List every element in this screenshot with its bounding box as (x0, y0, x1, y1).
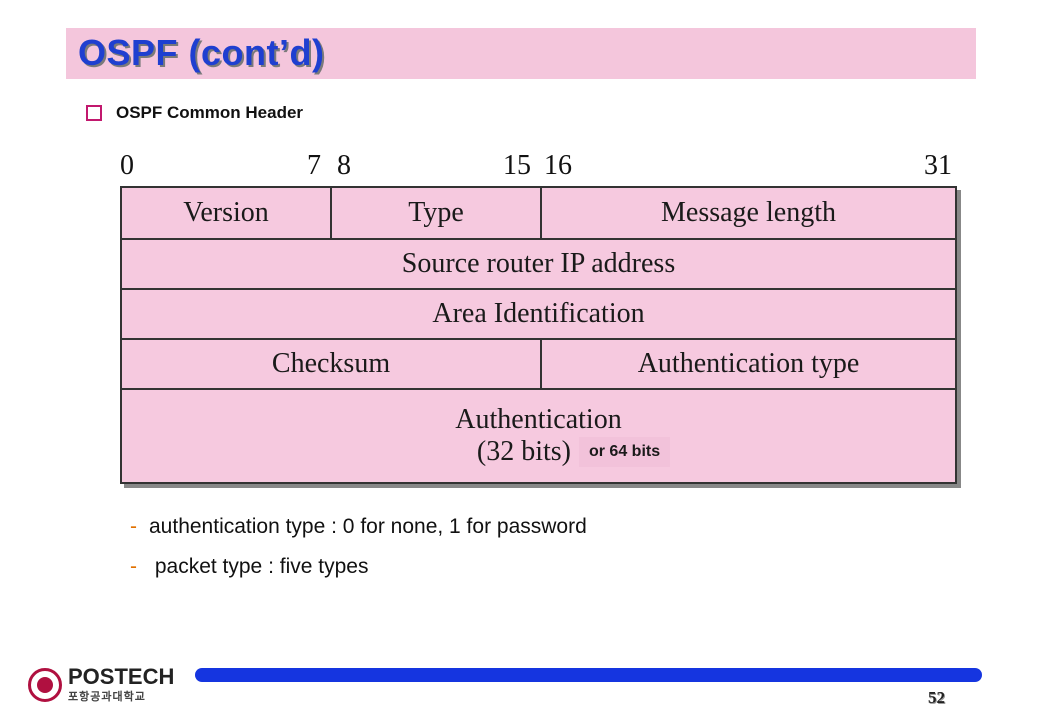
logo-subtext: 포항공과대학교 (68, 691, 146, 703)
note-text: authentication type : 0 for none, 1 for … (149, 515, 587, 538)
note-text: packet type : five types (149, 555, 369, 578)
bit-label-15: 15 (503, 150, 531, 181)
field-source-router-ip: Source router IP address (401, 248, 676, 279)
authentication-bits-line: (32 bits) or 64 bits (476, 436, 671, 468)
university-seal-icon (28, 668, 62, 702)
authentication-bits-note: or 64 bits (578, 437, 671, 467)
note-item: - packet type : five types (130, 555, 587, 579)
subtitle-row: OSPF Common Header (86, 103, 303, 123)
authentication-bits: (32 bits) (476, 436, 571, 467)
note-item: - authentication type : 0 for none, 1 fo… (130, 515, 587, 539)
footer-bar (195, 668, 982, 682)
postech-logo: POSTECH 포항공과대학교 (28, 666, 174, 704)
header-row-4: Checksum Authentication type (122, 338, 955, 388)
subtitle: OSPF Common Header (116, 103, 304, 122)
header-row-3: Area Identification (122, 288, 955, 338)
logo-text: POSTECH 포항공과대학교 (68, 666, 174, 704)
field-checksum: Checksum (271, 348, 391, 379)
note-dash: - (130, 555, 137, 578)
title-bar: OSPF (cont’d) (66, 28, 976, 79)
bit-label-7: 7 (307, 150, 321, 181)
page-number: 52 (928, 688, 945, 707)
bit-label-0: 0 (120, 150, 134, 181)
bit-label-8: 8 (337, 150, 351, 181)
bit-label-16: 16 (544, 150, 572, 181)
header-row-1: Version Type Message length (122, 188, 955, 238)
authentication-label: Authentication (455, 404, 622, 435)
field-authentication: Authentication (32 bits) or 64 bits (122, 390, 955, 482)
ospf-header-diagram: Version Type Message length Source route… (120, 186, 957, 484)
header-row-5: Authentication (32 bits) or 64 bits (122, 388, 955, 482)
field-message-length: Message length (540, 188, 955, 238)
notes-list: - authentication type : 0 for none, 1 fo… (130, 515, 587, 595)
field-type: Type (330, 188, 540, 238)
field-authentication-type: Authentication type (540, 340, 955, 388)
note-dash: - (130, 515, 137, 538)
bit-label-31: 31 (924, 150, 952, 181)
header-row-2: Source router IP address (122, 238, 955, 288)
field-version: Version (183, 197, 269, 228)
field-area-identification: Area Identification (432, 298, 645, 329)
square-bullet-icon (86, 105, 102, 121)
logo-name: POSTECH (68, 664, 175, 689)
slide-title: OSPF (cont’d) (78, 32, 325, 73)
